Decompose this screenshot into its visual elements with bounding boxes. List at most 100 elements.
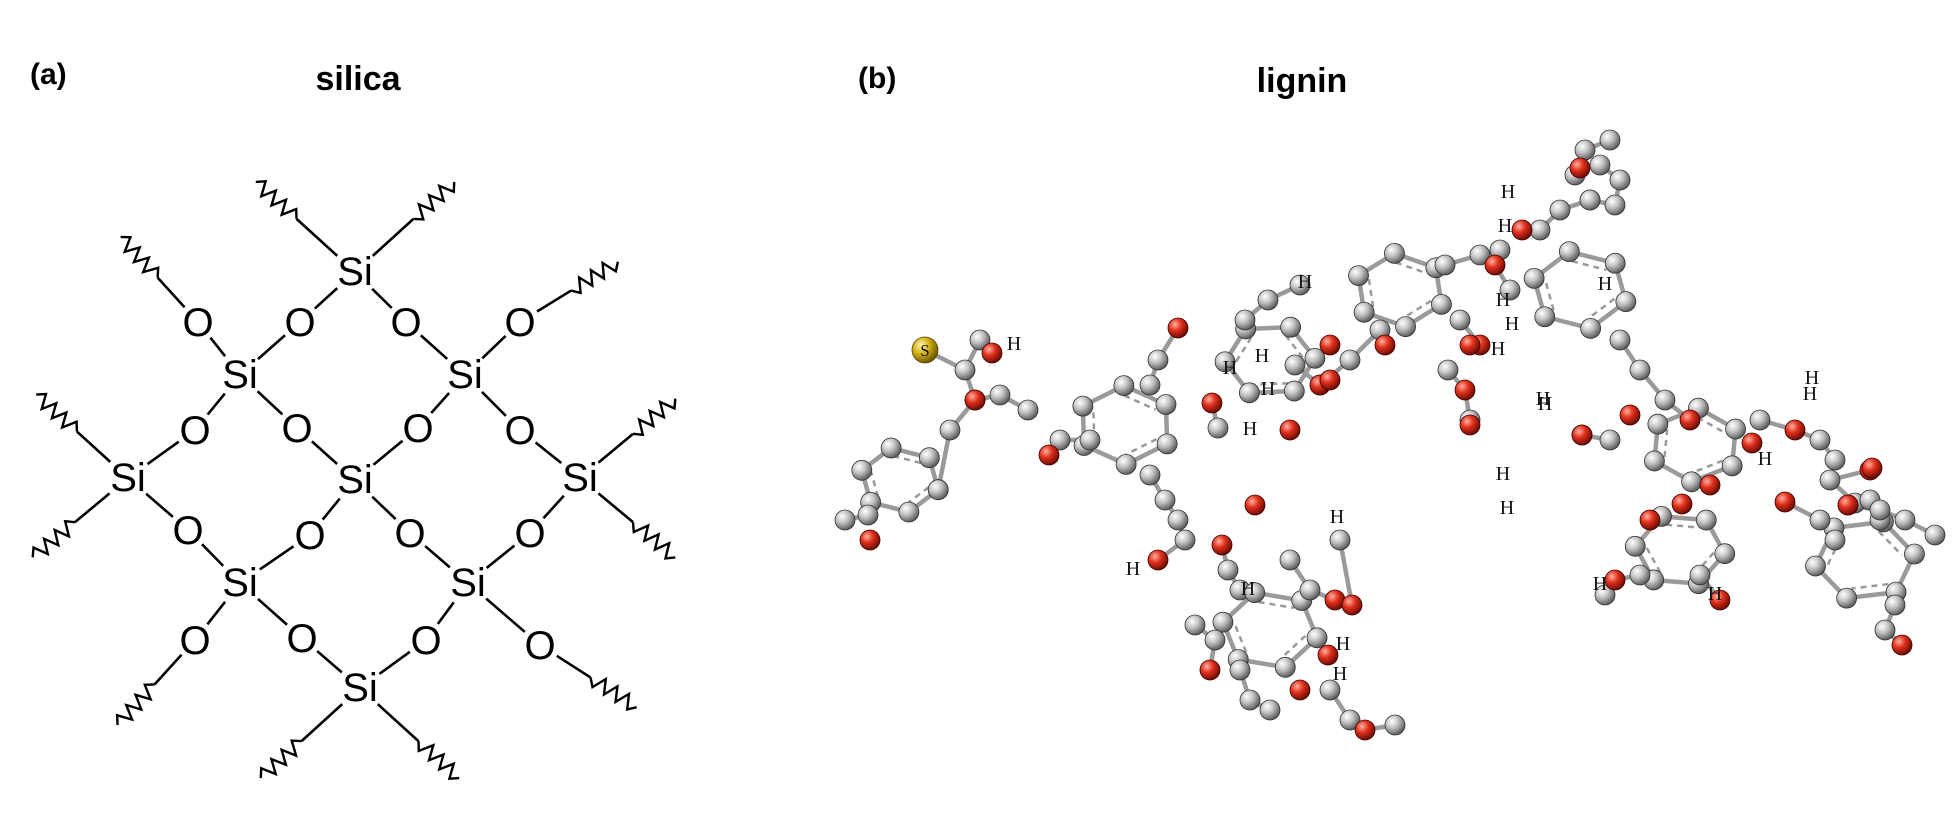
silica-bonds <box>31 179 677 781</box>
o-ll-chain-stub <box>153 653 183 686</box>
si-o-bond <box>146 440 180 466</box>
si-right-chain-down-stub <box>597 492 634 524</box>
hydrogen-atom: H <box>1491 338 1505 360</box>
carbon-atom <box>1384 714 1406 736</box>
aromatic-double-bond <box>1258 600 1295 610</box>
oxygen-atom: O <box>504 409 535 453</box>
silicon-atom-ll: Si <box>222 561 258 605</box>
carbon-atom <box>1113 375 1135 397</box>
hydrogen-atom: H <box>1007 333 1021 355</box>
carbon-atom <box>1329 529 1351 551</box>
carbon-atom <box>1869 499 1891 521</box>
carbon-atom <box>1874 619 1896 641</box>
oxygen-atom <box>1891 634 1913 656</box>
aromatic-double-bond <box>1284 334 1305 360</box>
carbon-atom <box>1147 349 1169 371</box>
oxygen-atom <box>1459 414 1481 436</box>
carbon-atom <box>1079 429 1101 451</box>
si-top-chain-right-wavy <box>413 181 456 221</box>
aromatic-double-bond <box>905 486 930 505</box>
o-ul-chain-wavy <box>120 235 160 278</box>
carbon-atom <box>834 509 856 531</box>
si-right-chain-up-stub <box>597 432 634 464</box>
aromatic-double-bond <box>1544 280 1555 311</box>
oxygen-atom <box>1341 594 1363 616</box>
oxygen-atom <box>1289 679 1311 701</box>
carbon-atom <box>1824 529 1846 551</box>
carbon-atom <box>1207 417 1229 439</box>
aromatic-double-bond <box>1125 438 1158 456</box>
hydrogen-atom: H <box>1501 181 1515 203</box>
carbon-atom <box>1469 244 1491 266</box>
carbon-atom <box>1624 535 1646 557</box>
oxygen-atom <box>1511 219 1533 241</box>
oxygen-atom <box>1459 334 1481 356</box>
aromatic-double-bond <box>1691 459 1724 474</box>
carbon-atom <box>1609 169 1631 191</box>
carbon-atom <box>1644 450 1665 472</box>
carbon-atom <box>1589 154 1611 176</box>
si-top-chain-right-stub <box>371 217 415 257</box>
oxygen-atom: O <box>294 514 325 558</box>
oxygen-atom <box>964 389 986 411</box>
carbon-atom <box>1304 347 1326 369</box>
carbon-atom <box>1594 584 1616 606</box>
carbon-atom <box>1289 274 1311 296</box>
si-left-chain-down-stub <box>74 492 111 524</box>
carbon-atom <box>1353 301 1375 323</box>
carbon-atom <box>1319 679 1341 701</box>
carbon-atom <box>1217 559 1239 581</box>
si-o-bond <box>321 497 341 521</box>
carbon-atom <box>1599 129 1621 151</box>
carbon-atom <box>1049 429 1071 451</box>
aromatic-double-bond <box>1403 299 1432 319</box>
si-o-bond <box>481 334 507 360</box>
carbon-atom <box>1395 316 1416 338</box>
o-lr-chain-wavy <box>589 676 637 711</box>
si-o-bond <box>371 287 393 309</box>
carbon-atom <box>927 479 949 501</box>
oxygen-atom: O <box>390 301 421 345</box>
si-o-bond <box>481 391 507 417</box>
si-left-chain-up-wavy <box>36 392 79 432</box>
hydrogen-atom: H <box>1500 497 1514 519</box>
hydrogen-atom: H <box>1298 271 1312 293</box>
si-o-bond <box>371 495 397 521</box>
carbon-atom <box>1155 394 1177 415</box>
silicon-atom-ur: Si <box>447 353 483 397</box>
si-top-chain-left-stub <box>295 217 339 257</box>
carbon-atom <box>1604 252 1626 274</box>
carbon-atom <box>1574 139 1596 161</box>
carbon-atom <box>1234 309 1256 331</box>
carbon-atom <box>1924 524 1946 546</box>
si-o-bond <box>257 597 288 626</box>
carbon-atom <box>1689 564 1711 586</box>
silicon-atom-bottom: Si <box>342 666 378 710</box>
carbon-atom <box>1558 241 1580 263</box>
aromatic-double-bond <box>1696 416 1727 435</box>
si-bottom-chain-right-wavy <box>417 741 460 781</box>
oxygen-atom <box>1569 157 1591 179</box>
oxygen-atom <box>981 342 1003 364</box>
si-o-bond <box>201 543 225 567</box>
hydrogen-atom: H <box>1758 448 1772 470</box>
oxygen-atom: O <box>172 509 203 553</box>
carbon-atom <box>857 504 879 526</box>
si-o-bond <box>485 544 516 569</box>
carbon-atom <box>969 329 991 351</box>
si-o-bond <box>316 650 343 674</box>
hydrogen-atom: H <box>1261 378 1275 400</box>
silicon-atom-lr: Si <box>450 561 486 605</box>
si-left-chain-up-stub <box>76 430 112 463</box>
si-o-bond <box>534 441 563 465</box>
si-o-bond <box>420 334 449 360</box>
hydrogen-atom: H <box>1505 313 1519 335</box>
si-o-bond <box>430 392 451 414</box>
oxygen-atom <box>1374 334 1396 356</box>
hydrogen-atom: H <box>1805 367 1819 389</box>
carbon-atom <box>1629 564 1651 586</box>
oxygen-atom <box>1244 494 1266 516</box>
carbon-atom <box>1229 659 1251 681</box>
oxygen-atom <box>1679 409 1701 431</box>
carbon-atom <box>1434 254 1456 276</box>
